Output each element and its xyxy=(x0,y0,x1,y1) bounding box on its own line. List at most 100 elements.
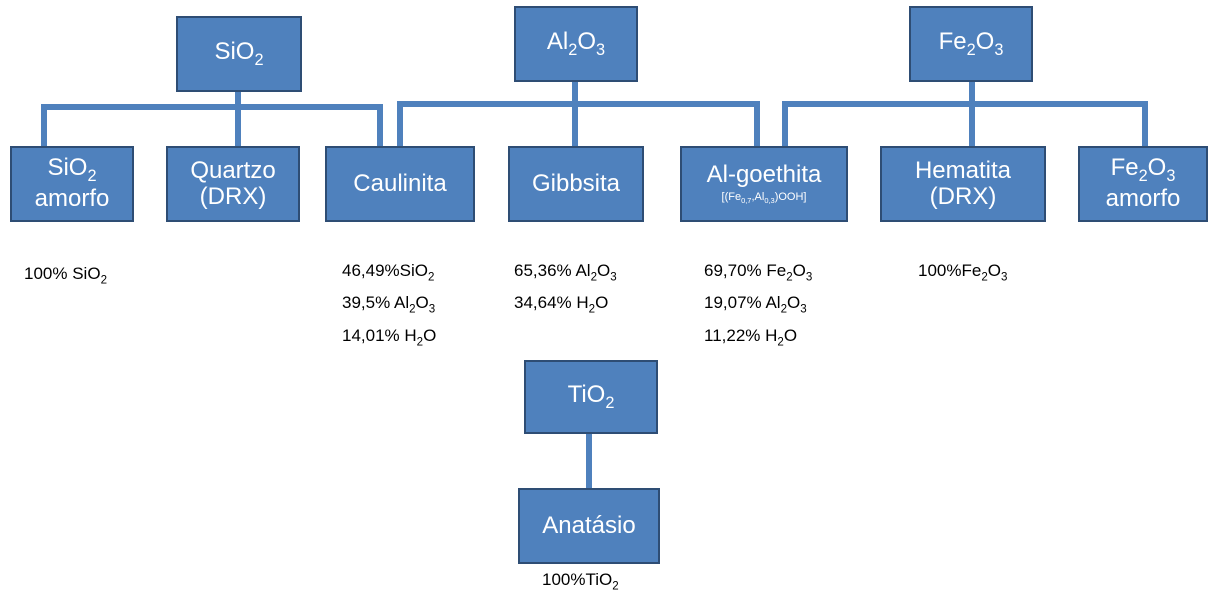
text-part: O xyxy=(1147,154,1167,182)
oxide-label: Fe2O3 xyxy=(938,27,1004,60)
composition-line: 69,70% Fe2O3 xyxy=(704,258,812,290)
composition-line: 65,36% Al2O3 xyxy=(514,258,617,290)
connector-sio2-bus xyxy=(41,104,383,146)
text-part: 11,22% H xyxy=(704,325,778,345)
connector-fe2o3-bus xyxy=(782,101,1148,146)
text-part: )OOH] xyxy=(774,191,807,204)
text-part: (DRX) xyxy=(929,183,997,210)
composition-line: 46,49%SiO2 xyxy=(342,258,436,290)
text-part: Al xyxy=(546,27,569,55)
text-part: O xyxy=(599,570,613,589)
text-part: O xyxy=(987,261,1001,280)
subscript: 3 xyxy=(1000,271,1008,284)
composition-sio2-amorfo: 100% SiO2 xyxy=(24,261,107,293)
text-part: 69,70% Fe xyxy=(704,261,787,280)
mineral-box-anatasio: Anatásio xyxy=(518,488,660,564)
text-part: 34,64% H xyxy=(514,293,589,313)
text-part: Fe xyxy=(1110,154,1139,182)
subscript: 2 xyxy=(254,50,264,69)
subscript: 3 xyxy=(428,303,436,316)
oxide-box-tio2: TiO2 xyxy=(524,360,658,434)
composition-anatasio: 100%TiO2 xyxy=(542,567,619,599)
text-part: O xyxy=(414,261,429,280)
subscript: 2 xyxy=(100,274,107,287)
text-part: O xyxy=(586,380,606,408)
text-part: O xyxy=(415,293,429,313)
text-part: Ti xyxy=(567,380,587,408)
mineral-label-line: Al-goethita xyxy=(707,161,822,188)
subscript: 3 xyxy=(1166,167,1176,186)
composition-line: 100%Fe2O3 xyxy=(918,258,1007,290)
subscript: 2 xyxy=(605,393,615,412)
text-part: O xyxy=(783,325,798,345)
text-part: 100% Si xyxy=(24,264,88,283)
text-part: O xyxy=(596,261,611,280)
text-part: O xyxy=(68,154,88,182)
subscript: 2 xyxy=(981,271,988,284)
subscript: 2 xyxy=(612,580,619,593)
subscript: 3 xyxy=(800,303,807,316)
subscript: 3 xyxy=(805,271,813,284)
subscript: 2 xyxy=(87,167,97,186)
text-part: Si xyxy=(214,37,236,65)
text-part: 100%Ti xyxy=(542,570,600,589)
text-part: [(Fe xyxy=(721,191,742,204)
text-part: 46,49%Si xyxy=(342,261,415,280)
text-part: O xyxy=(975,27,995,55)
composition-line: 14,01% H2O xyxy=(342,323,436,355)
composition-line: 100%TiO2 xyxy=(542,567,619,599)
oxide-box-al2o3: Al2O3 xyxy=(514,6,638,82)
mineral-label-line: amorfo xyxy=(1105,185,1181,213)
text-part: O xyxy=(792,261,806,280)
mineral-box-gibbsita: Gibbsita xyxy=(508,146,644,222)
text-part: amorfo xyxy=(34,185,110,213)
oxide-label: TiO2 xyxy=(567,380,615,413)
mineral-label-line: Hematita xyxy=(915,157,1011,184)
subscript: 2 xyxy=(777,336,784,349)
subscript: 2 xyxy=(590,271,597,284)
text-part: Anatásio xyxy=(542,511,636,539)
mineral-label-line: Gibbsita xyxy=(532,170,620,197)
text-part: O xyxy=(87,264,101,283)
text-part: Si xyxy=(47,154,69,182)
subscript: 2 xyxy=(409,303,416,316)
connector-al2o3-bus xyxy=(397,101,760,146)
mineral-box-quartzo: Quartzo(DRX) xyxy=(166,146,300,222)
text-part: O xyxy=(235,37,255,65)
oxide-label: SiO2 xyxy=(214,37,264,70)
mineral-box-caulinita: Caulinita xyxy=(325,146,475,222)
subscript: 0,7 xyxy=(741,196,752,206)
composition-line: 34,64% H2O xyxy=(514,290,617,322)
text-part: amorfo xyxy=(1105,185,1181,213)
text-part: Fe xyxy=(938,27,967,55)
subscript: 2 xyxy=(780,303,787,316)
composition-hematita: 100%Fe2O3 xyxy=(918,258,1007,290)
text-part: (DRX) xyxy=(199,183,267,210)
composition-line: 100% SiO2 xyxy=(24,261,107,293)
subscript: 2 xyxy=(1138,167,1148,186)
text-part: ,Al xyxy=(751,191,765,204)
subscript: 0,3 xyxy=(764,196,775,206)
text-part: 39,5% Al xyxy=(342,293,410,313)
subscript: 3 xyxy=(994,40,1004,59)
subscript: 2 xyxy=(588,303,596,316)
mineral-label-line: Anatásio xyxy=(542,511,636,539)
text-part: O xyxy=(786,293,801,313)
subscript: 2 xyxy=(786,271,793,284)
composition-line: 11,22% H2O xyxy=(704,323,812,355)
text-part: O xyxy=(577,27,596,55)
text-part: 14,01% H xyxy=(342,325,417,345)
mineral-label-line: (DRX) xyxy=(929,183,997,210)
mineral-box-hematita: Hematita(DRX) xyxy=(880,146,1046,222)
mineral-label-line: Fe2O3 xyxy=(1111,155,1176,186)
text-part: 100%Fe xyxy=(918,261,982,280)
composition-line: 39,5% Al2O3 xyxy=(342,290,436,322)
composition-line: 19,07% Al2O3 xyxy=(704,290,812,322)
mineral-label-line: SiO2 xyxy=(47,155,96,186)
text-part: Caulinita xyxy=(353,169,447,197)
mineral-formula: [(Fe0,7,Al0,3)OOH] xyxy=(722,191,807,205)
